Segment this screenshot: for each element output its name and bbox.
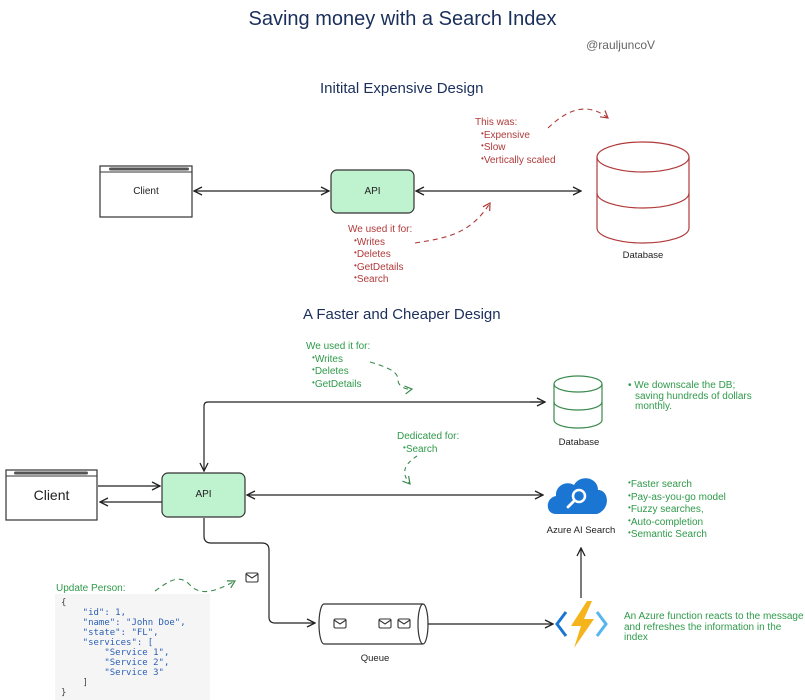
top-used-for-note: We used it for: Writes Deletes GetDetail… [348,224,413,286]
top-database-icon [596,141,690,244]
search-feature-item: Faster search [628,478,726,491]
used-for-item: Search [354,273,412,286]
db-note-line: saving hundreds of dollars [635,390,752,402]
bottom-used-for-note: We used it for: Writes Deletes GetDetail… [306,341,371,391]
azure-search-icon [547,478,607,514]
search-features-note: Faster search Pay-as-you-go model Fuzzy … [628,478,726,541]
used-for-heading: We used it for: [348,224,413,235]
code-line: "name": "John Doe", [61,618,186,628]
code-line: "Service 3" [61,668,164,678]
used-for-item: Deletes [312,365,370,378]
bottom-api-label: API [195,489,212,500]
code-line: { [61,598,67,608]
dedicated-for-note: Dedicated for: Search [397,431,460,456]
green-dashed-arrow-to-db [369,361,414,395]
code-line: "Service 2", [61,658,170,668]
diagram-title: Saving money with a Search Index [248,8,557,30]
top-dashed-arrow-to-line [414,201,491,244]
used-for-item: Writes [354,236,412,249]
code-line: "Service 1", [61,648,170,658]
top-api-box [330,169,415,214]
function-note-line: and refreshes the information in the ind… [624,621,782,643]
bottom-database-icon [553,375,603,429]
top-section-title: Initital Expensive Design [320,80,484,97]
db-note-line: monthly. [635,401,673,412]
queue-label: Queue [360,653,390,664]
db-note-line: • We downscale the DB; [628,380,736,391]
top-client-window [99,165,193,218]
top-dashed-arrow-to-db [547,108,609,129]
floating-message-icon [245,572,259,583]
this-was-note: This was: Expensive Slow Vertically scal… [475,117,556,167]
dedicated-heading: Dedicated for: [397,431,460,442]
top-api-label: API [364,186,381,197]
used-for-heading: We used it for: [306,341,371,352]
dedicated-item: Search [403,443,459,456]
this-was-item: Vertically scaled [481,154,556,167]
code-line: "state": "FL", [61,628,159,638]
green-dashed-arrow-to-message [154,578,237,593]
this-was-item: Slow [481,141,556,154]
update-person-json: { "id": 1, "name": "John Doe", "state": … [55,594,210,700]
top-database-label: Database [622,250,664,261]
search-feature-item: Pay-as-you-go model [628,491,726,504]
queue-message-icons [333,618,411,629]
bottom-client-label: Client [33,487,70,503]
search-feature-item: Semantic Search [628,528,726,541]
function-note: An Azure function reacts to the message … [624,611,805,644]
code-line: "services": [ [61,638,154,648]
bottom-section-title: A Faster and Cheaper Design [303,306,501,323]
used-for-item: Deletes [354,248,412,261]
code-line: } [61,688,67,698]
code-line: "id": 1, [61,608,127,618]
this-was-heading: This was: [475,117,518,128]
bottom-client-window [5,469,98,521]
top-client-label: Client [133,186,159,197]
search-feature-item: Fuzzy searches, [628,503,726,516]
bottom-api-box [161,472,246,518]
used-for-item: GetDetails [312,378,370,391]
function-note-line: An Azure function reacts to the message [624,611,804,622]
green-dashed-arrow-to-search [402,455,418,485]
this-was-item: Expensive [481,129,556,142]
update-person-heading: Update Person: [56,583,126,594]
db-downscale-note: • We downscale the DB; saving hundreds o… [628,380,752,413]
queue-cylinder [318,603,429,645]
code-line: ] [61,678,89,688]
azure-search-label: Azure AI Search [546,525,616,536]
bottom-database-label: Database [558,437,600,448]
search-feature-item: Auto-completion [628,516,726,529]
db-to-api-connector [204,401,545,471]
used-for-item: GetDetails [354,261,412,274]
used-for-item: Writes [312,353,370,366]
azure-function-icon [555,601,608,648]
api-to-queue-connector [203,518,315,623]
author-handle: @rauljuncoV [586,38,655,52]
